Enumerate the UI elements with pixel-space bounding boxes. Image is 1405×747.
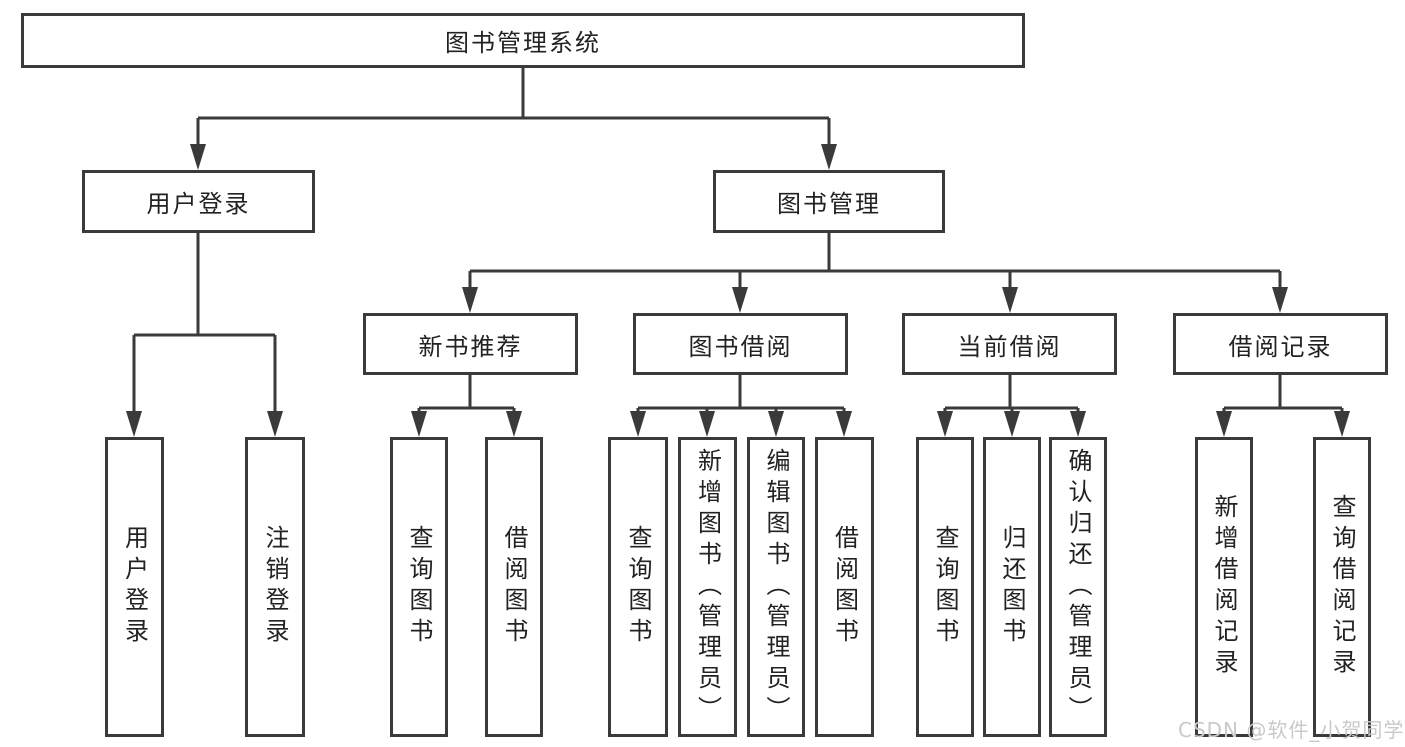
node-borrow-records: 借阅记录 — [1173, 313, 1388, 375]
leaf-user-login-label: 用户登录 — [120, 525, 149, 649]
leaf-logout-login-label: 注销登录 — [261, 525, 289, 649]
leaf-newbook-borrow-book-label: 借阅图书 — [500, 525, 528, 649]
leaf-current-confirm-return-admin: 确认归还（管理员） — [1049, 437, 1107, 737]
leaf-borrow-borrow-book: 借阅图书 — [815, 437, 874, 737]
leaf-user-login: 用户登录 — [105, 437, 164, 737]
leaf-records-add-record-label: 新增借阅记录 — [1210, 494, 1238, 680]
arrowheads — [126, 144, 1350, 437]
node-current-borrow: 当前借阅 — [902, 313, 1117, 375]
leaf-newbook-query-book-label: 查询图书 — [405, 525, 433, 649]
leaf-current-query-book: 查询图书 — [916, 437, 974, 737]
node-new-book-recommend: 新书推荐 — [363, 313, 578, 375]
leaf-borrow-add-book-admin: 新增图书（管理员） — [678, 437, 737, 737]
leaf-records-add-record: 新增借阅记录 — [1195, 437, 1253, 737]
leaf-current-return-book-label: 归还图书 — [998, 525, 1026, 649]
leaf-current-confirm-return-admin-label: 确认归还（管理员） — [1064, 447, 1092, 727]
leaf-newbook-borrow-book: 借阅图书 — [485, 437, 543, 737]
node-library-system: 图书管理系统 — [21, 13, 1025, 68]
leaf-borrow-query-book-label: 查询图书 — [624, 525, 652, 649]
node-book-management: 图书管理 — [713, 170, 945, 233]
leaf-records-query-record-label: 查询借阅记录 — [1328, 494, 1356, 680]
leaf-current-return-book: 归还图书 — [983, 437, 1041, 737]
leaf-newbook-query-book: 查询图书 — [390, 437, 448, 737]
leaf-borrow-borrow-book-label: 借阅图书 — [830, 525, 859, 649]
csdn-watermark: CSDN @软件_小贺同学 — [1178, 718, 1405, 742]
leaf-current-query-book-label: 查询图书 — [931, 525, 959, 649]
node-book-borrow: 图书借阅 — [633, 313, 848, 375]
leaf-borrow-edit-book-admin: 编辑图书（管理员） — [747, 437, 805, 737]
leaf-borrow-edit-book-admin-label: 编辑图书（管理员） — [762, 447, 790, 727]
leaf-borrow-query-book: 查询图书 — [608, 437, 668, 737]
leaf-records-query-record: 查询借阅记录 — [1313, 437, 1371, 737]
leaf-borrow-add-book-admin-label: 新增图书（管理员） — [693, 447, 722, 727]
leaf-logout-login: 注销登录 — [245, 437, 305, 737]
node-user-login: 用户登录 — [82, 170, 315, 233]
